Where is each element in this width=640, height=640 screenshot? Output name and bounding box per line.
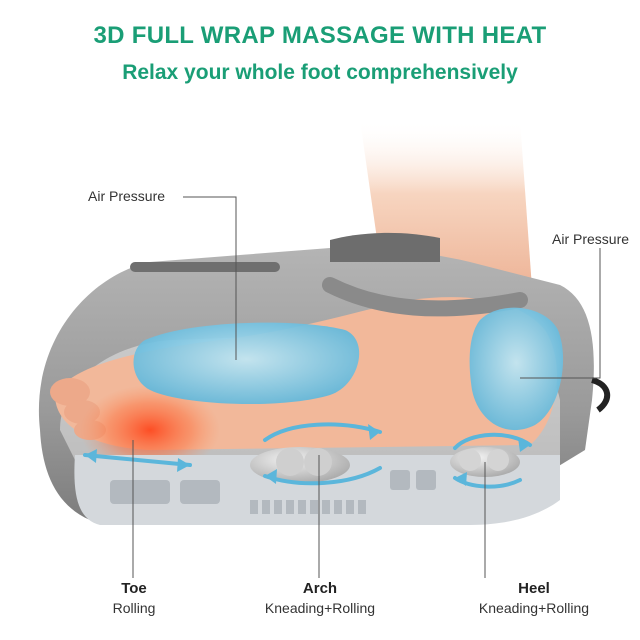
ankle-cuff	[330, 232, 440, 262]
arch-arrow-top	[263, 422, 382, 442]
callout-air-pressure-left: Air Pressure	[88, 188, 166, 204]
heel-roller-node	[459, 449, 481, 471]
toe-arrow	[83, 453, 192, 467]
leader-lines	[132, 196, 601, 578]
arrow-heads	[85, 424, 530, 486]
zone-heel: Heel Kneading+Rolling	[444, 580, 624, 616]
heat-glow	[80, 385, 220, 475]
leader-air-left	[183, 196, 237, 360]
toe	[50, 378, 90, 406]
callout-air-pressure-right: Air Pressure	[552, 231, 630, 247]
heel-arrow-top	[453, 432, 532, 450]
mechanism-base	[74, 455, 560, 525]
power-plug	[590, 377, 610, 413]
headline-title: 3D FULL WRAP MASSAGE WITH HEAT	[93, 22, 547, 49]
zone-toe-title: Toe	[121, 580, 147, 597]
air-pressure-bag-heel	[469, 307, 564, 431]
zone-toe: Toe Rolling	[44, 580, 224, 616]
zone-heel-title: Heel	[518, 580, 550, 597]
mechanism-vents	[110, 470, 436, 514]
zone-arch-title: Arch	[302, 580, 338, 597]
heel-roller-node	[487, 449, 509, 471]
headline-subtitle: Relax your whole foot comprehensively	[122, 61, 518, 84]
zone-arch: Arch Kneading+Rolling	[230, 580, 410, 616]
zone-arch-description: Kneading+Rolling	[264, 600, 376, 616]
arch-roller-node	[304, 448, 332, 476]
arch-roller-node	[276, 448, 304, 476]
arch-arrow-bottom	[263, 466, 382, 486]
zone-toe-description: Rolling	[112, 600, 156, 616]
zone-heel-description: Kneading+Rolling	[478, 600, 590, 616]
shell-handle	[130, 262, 280, 272]
ankle-band	[322, 277, 528, 317]
leader-air-right	[520, 248, 601, 379]
air-pressure-bag-instep	[133, 322, 360, 405]
